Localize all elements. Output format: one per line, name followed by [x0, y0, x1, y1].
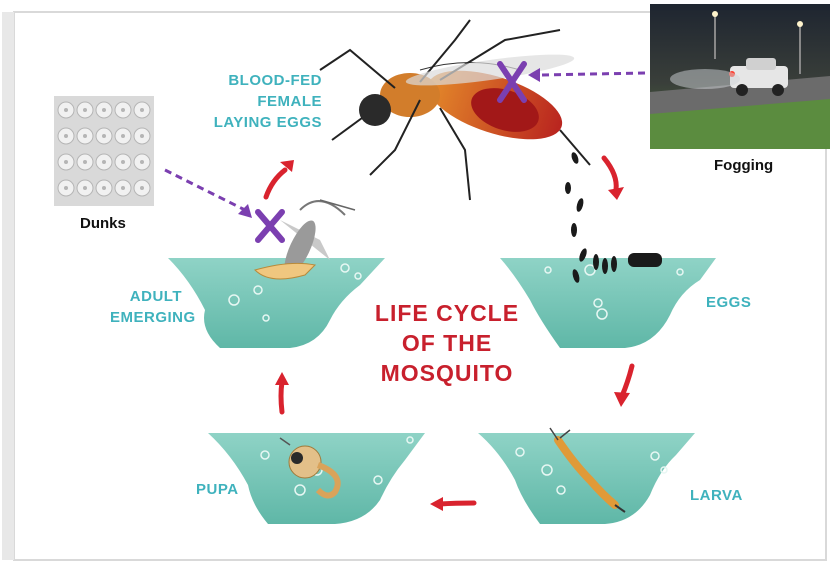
title-line3: MOSQUITO [356, 358, 538, 388]
label-pupa: PUPA [196, 479, 239, 500]
title-line1: LIFE CYCLE [356, 298, 538, 328]
label-larva: LARVA [690, 485, 743, 506]
label-eggs: EGGS [706, 292, 751, 313]
label-blood-fed-line1: BLOOD-FED [210, 70, 322, 91]
dunks-caption: Dunks [80, 215, 126, 233]
dunks-connector [165, 170, 245, 210]
diagram-title: LIFE CYCLE OF THE MOSQUITO [356, 298, 538, 388]
label-adult-line1: ADULT [110, 286, 182, 307]
fogging-block-x [500, 64, 524, 100]
dunks-connector-arrowhead [238, 204, 252, 218]
title-line2: OF THE [356, 328, 538, 358]
label-adult-line2: EMERGING [110, 307, 182, 328]
label-blood-fed-line2: FEMALE [210, 91, 322, 112]
fogging-connector-arrowhead [528, 68, 540, 82]
label-adult-emerging: ADULT EMERGING [110, 286, 182, 328]
fogging-connector [540, 73, 645, 75]
label-blood-fed: BLOOD-FED FEMALE LAYING EGGS [210, 70, 322, 133]
fogging-caption: Fogging [714, 157, 773, 175]
dunks-block-x [258, 212, 282, 240]
label-blood-fed-line3: LAYING EGGS [210, 112, 322, 133]
